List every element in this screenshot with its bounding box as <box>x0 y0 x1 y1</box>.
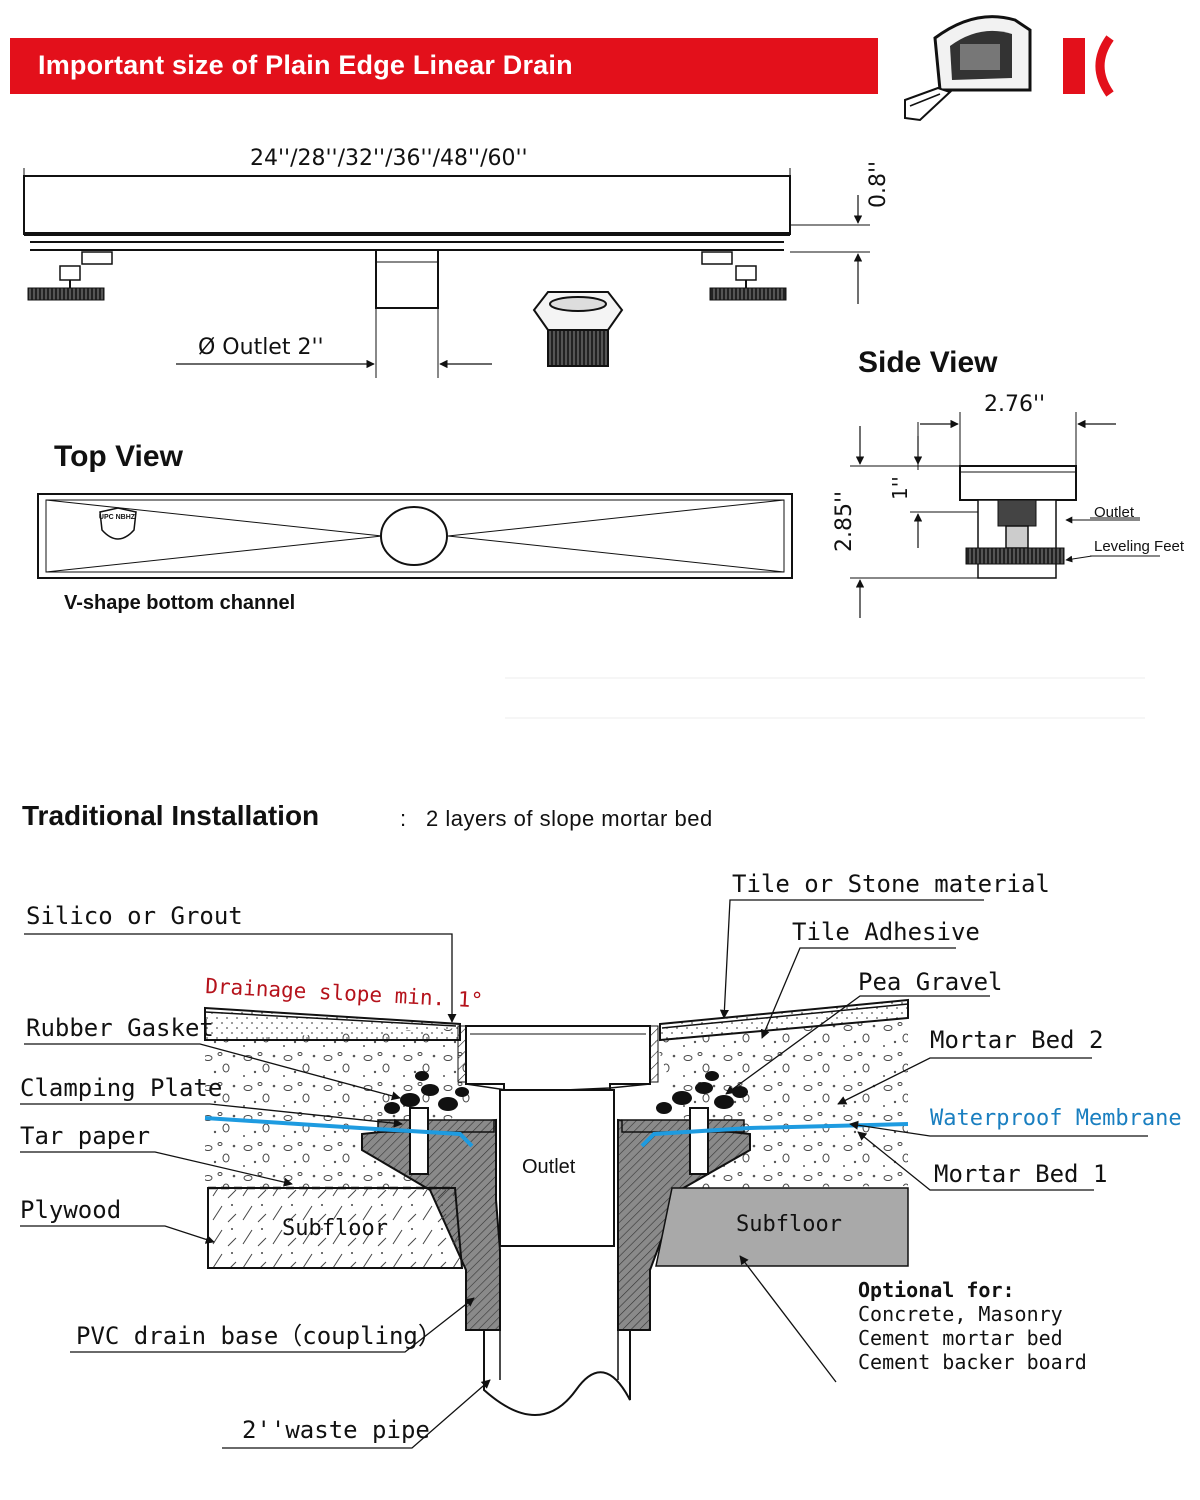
side-view-heading: Side View <box>858 346 998 379</box>
optional-item: Cement backer board <box>858 1350 1087 1374</box>
label-clamping-plate: Clamping Plate <box>20 1074 223 1102</box>
side-depth-label: 1'' <box>888 476 912 500</box>
height-dimension-label: 0.8'' <box>866 160 891 208</box>
label-pvc-drain-base: PVC drain base（coupling） <box>76 1322 442 1350</box>
label-waterproof-membrane: Waterproof Membrane <box>930 1106 1182 1131</box>
top-view-drawing <box>37 493 793 579</box>
red-bracket-icon <box>1063 35 1114 97</box>
installation-cross-section <box>204 998 909 1416</box>
banner-title: Important size of Plain Edge Linear Drai… <box>38 50 573 80</box>
side-view-drawing <box>850 412 1160 618</box>
optional-title: Optional for: <box>858 1278 1015 1302</box>
label-pea-gravel: Pea Gravel <box>858 968 1003 996</box>
hex-adapter-icon <box>532 291 624 367</box>
optional-item: Cement mortar bed <box>858 1326 1063 1350</box>
top-view-caption: V-shape bottom channel <box>64 592 296 614</box>
optional-item: Concrete, Masonry <box>858 1302 1063 1326</box>
label-tile-stone: Tile or Stone material <box>732 870 1050 898</box>
side-width-label: 2.76'' <box>984 392 1046 417</box>
title-banner: Important size of Plain Edge Linear Drai… <box>10 38 878 94</box>
label-subfloor-left: Subfloor <box>282 1216 388 1241</box>
installation-heading: Traditional Installation <box>22 800 320 831</box>
installation-separator: : <box>400 806 407 831</box>
label-mortar-bed-1: Mortar Bed 1 <box>934 1160 1108 1188</box>
top-view-heading: Top View <box>54 440 183 473</box>
side-outlet-label: Outlet <box>1094 504 1135 521</box>
label-plywood: Plywood <box>20 1196 122 1224</box>
front-view-drawing <box>23 168 870 378</box>
label-silico-grout: Silico or Grout <box>26 902 243 930</box>
installation-subheading: 2 layers of slope mortar bed <box>426 806 713 831</box>
tape-measure-icon <box>904 15 1032 122</box>
label-waste-pipe: 2''waste pipe <box>242 1416 430 1444</box>
leader-lines <box>20 899 1148 1449</box>
upc-logo-text: UPC NBHZ <box>98 514 136 521</box>
side-height-label: 2.85'' <box>832 490 857 552</box>
upc-logo <box>99 507 137 540</box>
label-mortar-bed-2: Mortar Bed 2 <box>930 1026 1104 1054</box>
label-rubber-gasket: Rubber Gasket <box>26 1014 214 1042</box>
outlet-dimension-label: Ø Outlet 2'' <box>198 335 324 360</box>
side-leveling-label: Leveling Feet <box>1094 538 1185 555</box>
label-tile-adhesive: Tile Adhesive <box>792 918 980 946</box>
label-tar-paper: Tar paper <box>20 1122 151 1150</box>
length-dimension-label: 24''/28''/32''/36''/48''/60'' <box>250 146 528 171</box>
label-outlet: Outlet <box>522 1156 576 1178</box>
optional-note: Optional for: Concrete, Masonry Cement m… <box>858 1278 1087 1374</box>
label-subfloor-right: Subfloor <box>736 1212 842 1237</box>
